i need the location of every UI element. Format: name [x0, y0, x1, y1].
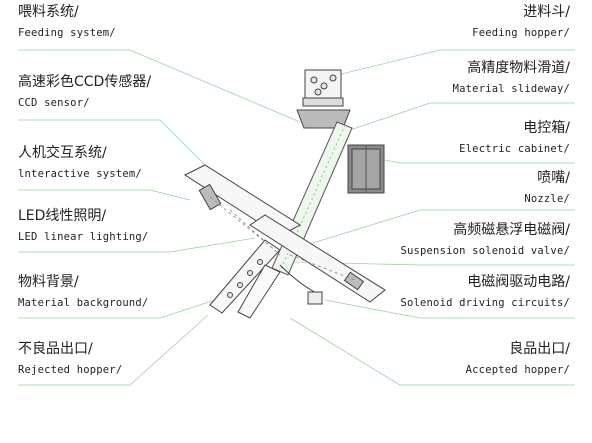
- label-solenoid-valve-en: Suspension solenoid valve/: [400, 245, 570, 257]
- label-led-lighting-zh: LED线性照明/: [18, 208, 107, 224]
- label-electric-cabinet-en: Electric cabinet/: [459, 143, 570, 155]
- label-driving-circuits-en: Solenoid driving circuits/: [400, 297, 570, 309]
- label-solenoid-valve-zh: 高频磁悬浮电磁阀/: [453, 222, 570, 238]
- label-rejected-hopper-zh: 不良品出口/: [18, 341, 93, 357]
- label-accepted-hopper-en: Accepted hopper/: [465, 364, 570, 376]
- label-led-lighting-en: LED linear lighting/: [18, 231, 149, 243]
- label-feeding-hopper-zh: 进料斗/: [523, 4, 570, 20]
- label-driving-circuits: 电磁阀驱动电路/ Solenoid driving circuits/: [400, 274, 570, 310]
- leader-feeding-hopper: [324, 49, 575, 79]
- leader-lines: [18, 49, 575, 386]
- leader-material-background: [18, 299, 216, 319]
- leader-nozzle: [289, 209, 575, 251]
- feeding-hopper-shape: [296, 69, 351, 129]
- label-accepted-hopper: 良品出口/ Accepted hopper/: [466, 341, 570, 377]
- label-rejected-hopper: 不良品出口/ Rejected hopper/: [18, 341, 122, 377]
- label-ccd-sensor: 高速彩色CCD传感器/ CCD sensor/: [18, 74, 151, 110]
- leader-accepted-hopper: [289, 317, 575, 386]
- label-feeding-hopper-en: Feeding hopper/: [472, 27, 570, 39]
- label-interactive-system-zh: 人机交互系统/: [18, 145, 107, 161]
- electric-cabinet-shape: [347, 144, 385, 194]
- label-nozzle-zh: 喷嘴/: [537, 170, 570, 186]
- label-nozzle: 喷嘴/ Nozzle/: [524, 170, 570, 206]
- label-material-slideway: 高精度物料滑道/ Material slideway/: [453, 60, 570, 96]
- label-driving-circuits-zh: 电磁阀驱动电路/: [467, 274, 570, 290]
- material-background-shape: [209, 239, 281, 314]
- label-material-slideway-en: Material slideway/: [452, 83, 570, 95]
- leader-material-slideway: [349, 102, 575, 131]
- label-material-slideway-zh: 高精度物料滑道/: [467, 60, 570, 76]
- optical-paths: [209, 196, 356, 281]
- leader-feeding-system: [18, 49, 301, 123]
- label-feeding-system-zh: 喂料系统/: [18, 4, 79, 20]
- label-ccd-sensor-zh: 高速彩色CCD传感器/: [18, 74, 152, 90]
- label-accepted-hopper-zh: 良品出口/: [509, 341, 570, 357]
- leader-driving-circuits: [324, 299, 575, 319]
- label-material-background-en: Material background/: [18, 297, 149, 309]
- label-electric-cabinet: 电控箱/ Electric cabinet/: [459, 120, 570, 156]
- leader-interactive-system: [18, 189, 191, 201]
- label-feeding-hopper: 进料斗/ Feeding hopper/: [472, 4, 570, 40]
- label-rejected-hopper-en: Rejected hopper/: [18, 364, 123, 376]
- label-led-lighting: LED线性照明/ LED linear lighting/: [18, 208, 148, 244]
- leader-electric-cabinet: [384, 159, 575, 164]
- leader-rejected-hopper: [18, 314, 209, 386]
- ccd-housing-shape: [183, 164, 301, 237]
- label-material-background-zh: 物料背景/: [18, 274, 79, 290]
- label-electric-cabinet-zh: 电控箱/: [523, 120, 570, 136]
- label-nozzle-en: Nozzle/: [524, 193, 570, 205]
- label-material-background: 物料背景/ Material background/: [18, 274, 148, 310]
- leader-led-lighting: [18, 237, 256, 253]
- leader-ccd-sensor: [18, 119, 211, 171]
- label-ccd-sensor-en: CCD sensor/: [18, 97, 90, 109]
- accepted-chute-shape: [237, 264, 323, 319]
- solenoid-housing-shape: [249, 214, 386, 303]
- label-solenoid-valve: 高频磁悬浮电磁阀/ Suspension solenoid valve/: [400, 222, 570, 258]
- label-feeding-system: 喂料系统/ Feeding system/: [18, 4, 116, 40]
- label-feeding-system-en: Feeding system/: [18, 27, 116, 39]
- label-interactive-system-en: lnteractive system/: [18, 168, 142, 180]
- label-interactive-system: 人机交互系统/ lnteractive system/: [18, 145, 142, 181]
